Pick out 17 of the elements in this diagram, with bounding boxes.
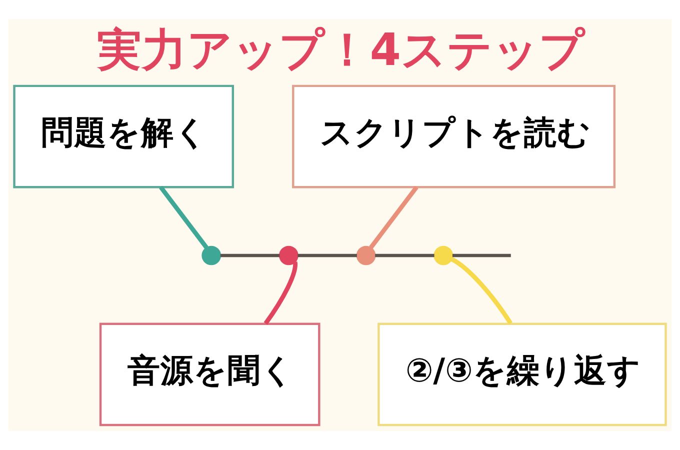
connector <box>159 186 208 249</box>
connector <box>220 254 280 258</box>
connector <box>369 186 418 249</box>
connector <box>298 254 357 258</box>
connector <box>452 254 511 258</box>
diagram-title: 実力アップ！4ステップ <box>96 24 585 76</box>
node-box: スクリプトを読む <box>292 84 616 188</box>
node-box: 音源を聞く <box>99 322 320 426</box>
connector <box>375 254 434 258</box>
node-box: ②/③を繰り返す <box>378 322 667 426</box>
connector <box>450 257 512 325</box>
node-circle <box>356 246 376 266</box>
node-circle <box>434 246 454 266</box>
node-box: 問題を解く <box>13 84 234 188</box>
node-circle <box>202 246 221 266</box>
connector <box>264 262 298 325</box>
node-circle <box>279 246 298 266</box>
